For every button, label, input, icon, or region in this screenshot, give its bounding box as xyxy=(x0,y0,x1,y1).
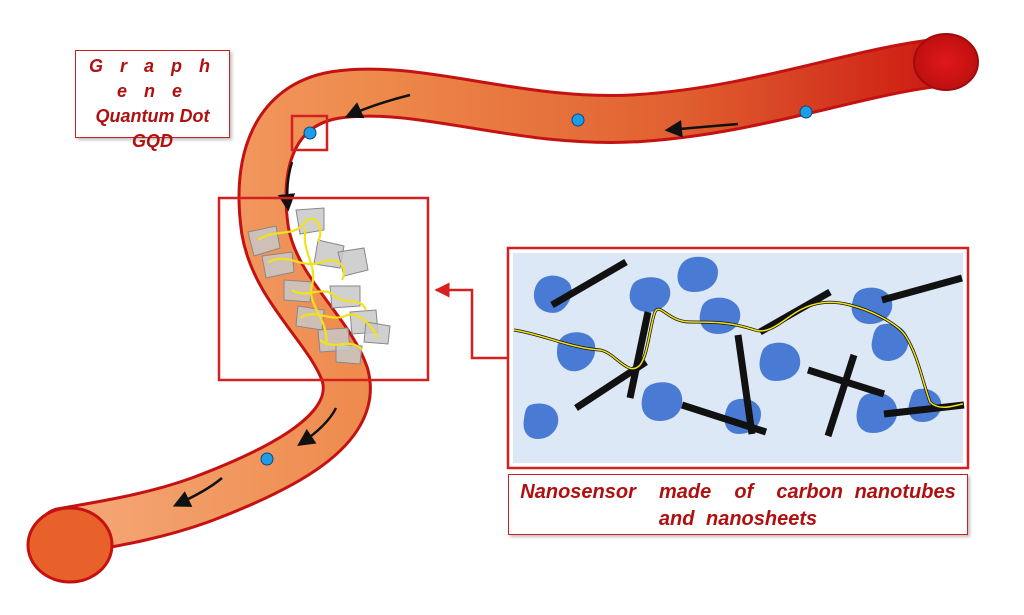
gqd-label: G r a p h e n e Quantum Dot GQD xyxy=(75,50,230,151)
nanosheet-icon xyxy=(856,392,898,433)
flow-arrow-icon xyxy=(664,120,739,138)
quantum-dot-icon xyxy=(303,126,317,140)
nanosheet-icon xyxy=(629,277,671,312)
gqd-label-line1: G r a p h e n e xyxy=(88,56,216,101)
nanosheet-icon xyxy=(363,321,391,345)
nanosheet-icon xyxy=(759,342,801,381)
gqd-label-line3: GQD xyxy=(131,131,173,151)
quantum-dots xyxy=(260,105,813,466)
nanotube-icon xyxy=(550,258,628,309)
vessel-end-right xyxy=(913,33,979,91)
nanosheet-icon xyxy=(677,256,718,292)
nanosheet-icon xyxy=(337,247,369,277)
sensor-zoom-frame xyxy=(217,196,430,382)
vessel-lumen xyxy=(40,40,967,554)
embedded-nanosensor xyxy=(247,207,391,365)
pointer-arrow-icon xyxy=(434,282,508,360)
nanotube-icon xyxy=(881,274,963,304)
nanotube-trace xyxy=(291,289,368,311)
quantum-dot-highlight-box xyxy=(290,114,329,152)
nanotube-trace xyxy=(303,227,328,346)
vessel-end-left xyxy=(26,506,114,584)
caption-line2: and nanosheets xyxy=(658,508,818,530)
flow-arrow-icon xyxy=(277,161,296,212)
caption-line1: Nanosensor made of carbon nanotubes xyxy=(520,481,956,503)
quantum-dot-icon xyxy=(260,452,274,466)
nanotube-icon xyxy=(824,353,858,438)
inset-view xyxy=(506,246,970,470)
nanosheet-icon xyxy=(533,275,572,313)
conductive-path-highlight xyxy=(513,301,964,409)
nanotube-icon xyxy=(680,401,768,436)
flow-arrow-icon xyxy=(297,407,338,446)
nanosheet-icon xyxy=(295,207,325,235)
nanosheet-icon xyxy=(871,323,909,361)
nanotube-icon xyxy=(734,334,756,435)
flow-arrows xyxy=(172,93,739,507)
nanosheet-icon xyxy=(641,382,683,421)
nanotube-icon xyxy=(626,311,652,399)
nanosheet-icon xyxy=(523,403,559,439)
nanotube-trace xyxy=(299,313,379,339)
quantum-dot-icon xyxy=(799,105,813,119)
nanosheet-icon xyxy=(557,332,596,372)
blood-vessel xyxy=(26,33,979,584)
quantum-dot-icon xyxy=(571,113,585,127)
nanotube-trace xyxy=(319,339,363,351)
flow-arrow-icon xyxy=(172,477,223,507)
nanotube-trace xyxy=(257,217,322,243)
gqd-label-line2: Quantum Dot xyxy=(95,106,210,126)
flow-arrow-icon xyxy=(344,93,411,119)
nanosensor-caption: Nanosensor made of carbon nanotubes and … xyxy=(508,474,968,535)
nanosheet-icon xyxy=(283,279,313,303)
nanotube-trace xyxy=(267,257,346,281)
